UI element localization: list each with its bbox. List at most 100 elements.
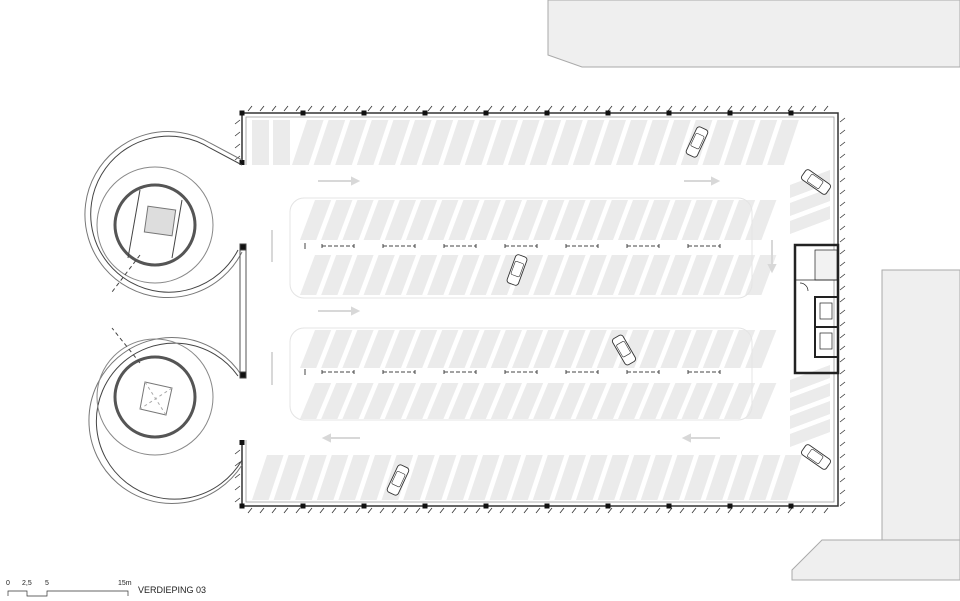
parking-stall	[406, 255, 438, 295]
hatch-line	[643, 507, 649, 514]
column	[666, 110, 672, 116]
hatch-line	[499, 105, 505, 112]
hatch-line	[475, 507, 481, 514]
hatch-line	[259, 105, 265, 112]
parking-stall	[313, 120, 346, 165]
hatch-line	[839, 477, 846, 483]
hatch-line	[307, 105, 313, 112]
hatch-line	[839, 357, 846, 363]
hatch-line	[839, 165, 846, 171]
column	[239, 110, 245, 116]
hatch-line	[679, 507, 685, 514]
parking-stall	[427, 330, 459, 368]
parking-stall	[424, 455, 457, 500]
column	[239, 160, 245, 165]
hatch-line	[839, 225, 846, 231]
hatch-line	[535, 507, 541, 514]
parking-stall	[551, 120, 583, 165]
car-roof	[807, 449, 824, 464]
wall-top	[241, 112, 839, 507]
parking-stall	[400, 120, 432, 165]
hatch-line	[547, 507, 553, 514]
hatch-line	[839, 237, 846, 243]
parking-stall	[363, 383, 395, 419]
hatch-line	[523, 507, 529, 514]
direction-arrows	[271, 176, 777, 443]
car-roof	[510, 261, 524, 278]
drawing-title: VERDIEPING 03	[138, 585, 207, 595]
parking-stall	[640, 455, 673, 500]
hatch-line	[799, 105, 805, 112]
hatch-line	[775, 105, 781, 112]
hatch-line	[499, 507, 505, 514]
parking-stall	[342, 200, 374, 240]
hatch-line	[839, 297, 846, 303]
hatch-line	[775, 507, 781, 514]
hatch-line	[271, 507, 277, 514]
hatch-line	[839, 321, 846, 327]
parking-stall	[468, 455, 500, 500]
parking-stall	[681, 255, 713, 295]
parking-stall	[724, 255, 756, 295]
parking-stall	[790, 383, 830, 411]
hatch-line	[839, 129, 846, 135]
parking-stall	[639, 255, 671, 295]
hatch-line	[607, 105, 613, 112]
parking-stall	[300, 383, 332, 419]
hatch-line	[234, 119, 241, 125]
hatch-line	[751, 105, 757, 112]
parking-stall	[356, 120, 389, 165]
hatch-line	[511, 507, 517, 514]
parking-stall	[767, 120, 799, 165]
parking-stall	[448, 200, 480, 240]
hatch-line	[234, 131, 241, 137]
hatch-line	[355, 105, 361, 112]
column	[544, 503, 550, 509]
scale-label-0: 0	[6, 580, 10, 587]
hatch-line	[839, 177, 846, 183]
wall-inner	[245, 116, 835, 503]
hatch-line	[607, 507, 613, 514]
parking-stall	[618, 255, 650, 295]
hatch-line	[331, 507, 337, 514]
parking-stall	[529, 120, 562, 165]
hatch-line	[234, 449, 241, 455]
parking-stall	[639, 200, 671, 240]
parking-stall	[508, 120, 540, 165]
elevator-2	[814, 326, 839, 358]
elevator-1	[814, 296, 839, 328]
car	[800, 169, 832, 195]
hatch-line	[571, 105, 577, 112]
service-core	[793, 243, 840, 375]
parking-stall	[443, 120, 475, 165]
hatch-line	[487, 507, 493, 514]
hatch-line	[247, 105, 253, 112]
hatch-line	[307, 507, 313, 514]
parking-stall	[427, 255, 459, 295]
parking-stall	[745, 120, 778, 165]
car-roof	[690, 133, 705, 150]
hatch-line	[839, 489, 846, 495]
car-roof	[391, 471, 406, 488]
parking-stall	[790, 188, 830, 216]
parking-stall	[554, 383, 586, 419]
scale-label-15m: 15m	[118, 580, 132, 587]
parking-stall	[533, 383, 565, 419]
column	[483, 503, 489, 509]
column	[788, 503, 794, 509]
hatch-line	[595, 507, 601, 514]
parking-stall	[724, 120, 756, 165]
parking-stall	[790, 419, 830, 447]
hatch-line	[839, 369, 846, 375]
hatch-line	[643, 105, 649, 112]
column	[544, 110, 550, 116]
parking-stall	[597, 455, 630, 500]
hatch-line	[415, 507, 421, 514]
hatch-line	[667, 105, 673, 112]
hatch-line	[487, 105, 493, 112]
hatch-line	[787, 507, 793, 514]
hatch-line	[283, 105, 289, 112]
hatch-line	[839, 381, 846, 387]
hatch-line	[427, 105, 433, 112]
hatch-line	[839, 201, 846, 207]
